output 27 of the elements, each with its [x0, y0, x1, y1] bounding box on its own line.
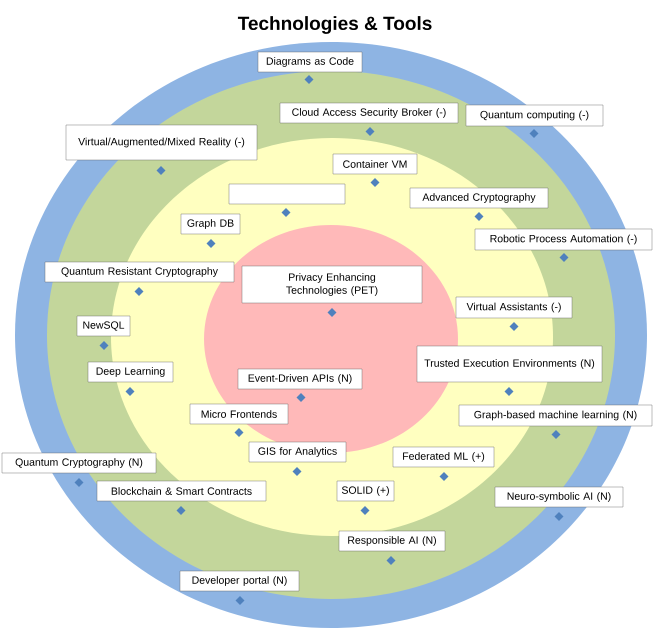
- label-box: SOLID (+): [336, 480, 394, 502]
- label-box: Advanced Cryptography: [410, 188, 548, 208]
- label-box: Quantum Resistant Cryptography: [44, 262, 234, 282]
- label-box: Cloud Access Security Broker (-): [280, 102, 458, 124]
- label-box: GIS for Analytics: [248, 442, 346, 462]
- label-box: Developer portal (N): [180, 570, 300, 592]
- label-box: Graph DB: [180, 214, 240, 234]
- label-box: NewSQL: [76, 316, 130, 336]
- label-box: Robotic Process Automation (-): [474, 228, 652, 250]
- label-box: Trusted Execution Environments (N): [416, 346, 602, 382]
- label-box: Federated ML (+): [392, 446, 494, 468]
- label-box: Blockchain & Smart Contracts: [96, 480, 266, 502]
- label-box: Micro Frontends: [190, 404, 288, 424]
- label-box: Responsible AI (N): [338, 530, 446, 552]
- label-box: Container VM: [332, 154, 418, 174]
- label-box: Virtual Assistants (-): [456, 296, 572, 318]
- empty-label-box: [228, 184, 346, 204]
- label-box: Virtual/Augmented/Mixed Reality (-): [66, 124, 258, 160]
- title: Technologies & Tools: [238, 16, 432, 34]
- label-box: Graph-based machine learning (N): [458, 404, 652, 426]
- label-box: Neuro-symbolic AI (N): [494, 486, 624, 508]
- label-box: Deep Learning: [88, 362, 174, 382]
- label-box: Diagrams as Code: [258, 52, 362, 72]
- label-box: Event-Driven APIs (N): [238, 368, 362, 390]
- label-box: Quantum Cryptography (N): [2, 452, 156, 474]
- label-box: Quantum computing (-): [466, 104, 604, 126]
- label-box: Privacy Enhancing Technologies (PET): [242, 266, 422, 304]
